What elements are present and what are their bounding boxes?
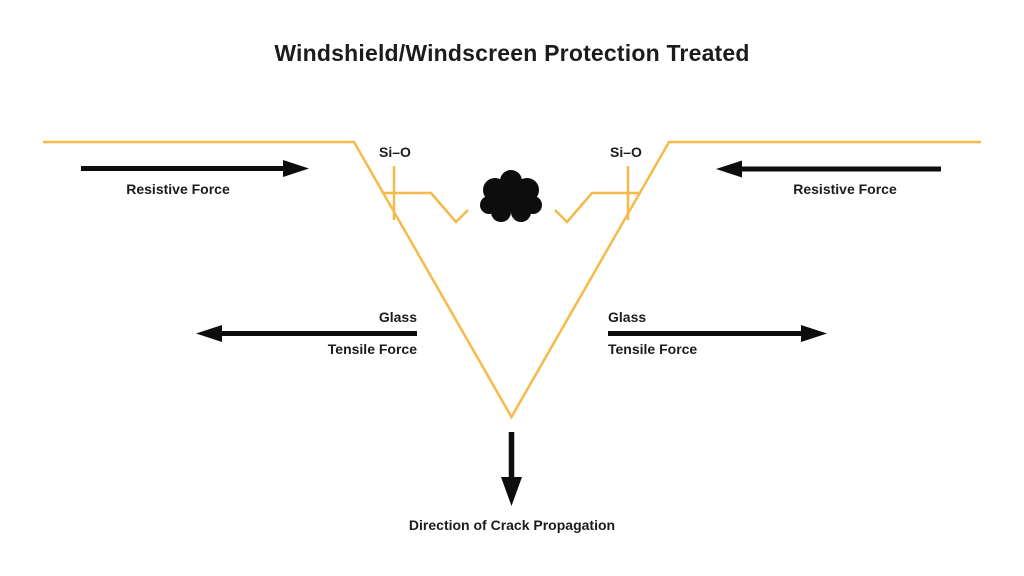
diagram-title: Windshield/Windscreen Protection Treated: [274, 40, 750, 66]
tensile-force-label-left: Tensile Force: [327, 341, 417, 357]
si-o-label-left: Si–O: [379, 144, 411, 160]
tensile-force-arrow-right: [608, 325, 827, 342]
si-o-bond-left-icon: [383, 166, 469, 224]
si-o-bond-right-icon: [554, 166, 640, 224]
si-o-label-right: Si–O: [610, 144, 642, 160]
glass-label-right: Glass: [608, 309, 647, 325]
glass-surface-crack-line: [43, 140, 981, 420]
crack-tip-cloud-icon: [480, 170, 542, 222]
tensile-force-arrow-left: [196, 325, 417, 342]
crack-direction-label: Direction of Crack Propagation: [408, 517, 616, 533]
tensile-force-label-right: Tensile Force: [608, 341, 698, 357]
resistive-force-label-right: Resistive Force: [793, 181, 897, 197]
glass-label-left: Glass: [378, 309, 417, 325]
resistive-force-label-left: Resistive Force: [126, 181, 230, 197]
resistive-force-arrow-left: [81, 160, 309, 177]
resistive-force-arrow-right: [716, 160, 941, 178]
crack-propagation-arrow: [501, 432, 522, 506]
